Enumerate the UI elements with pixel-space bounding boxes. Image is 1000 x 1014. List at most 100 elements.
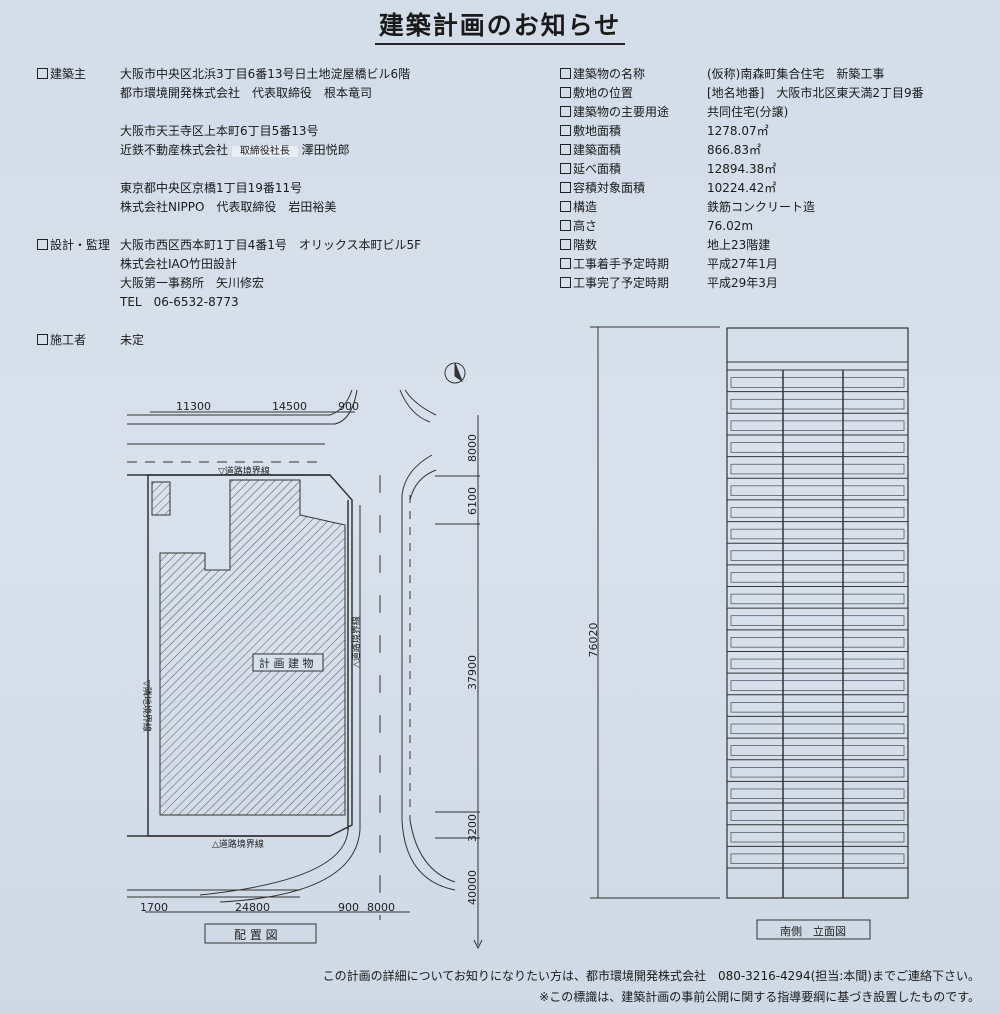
checkbox-icon bbox=[560, 220, 571, 231]
info-value: 鉄筋コンクリート造 bbox=[707, 200, 816, 214]
info-value: 12894.38㎡ bbox=[707, 162, 777, 176]
road-boundary-top: ▽道路境界線 bbox=[218, 465, 270, 477]
dim-top-2: 14500 bbox=[272, 400, 307, 413]
info-value: 地上23階建 bbox=[707, 238, 771, 252]
checkbox-icon bbox=[560, 239, 571, 250]
balcony-railing bbox=[730, 420, 905, 431]
balcony-railing bbox=[730, 398, 905, 410]
dim-right-3: 37900 bbox=[466, 655, 479, 690]
owner-3: 東京都中央区京橋1丁目19番11号 株式会社NIPPO 代表取締役 岩田裕美 bbox=[120, 181, 337, 214]
balcony-railing bbox=[730, 702, 905, 713]
balcony-railing bbox=[730, 658, 905, 670]
footer-note: ※この標識は、建築計画の事前公開に関する指導要綱に基づき設置したものです。 bbox=[539, 990, 980, 1004]
owner-2: 大阪市天王寺区上本町6丁目5番13号 近鉄不動産株式会社 取締役社長 澤田悦郎 bbox=[120, 124, 350, 157]
balcony-railing bbox=[730, 745, 905, 756]
balcony-railing bbox=[730, 593, 905, 605]
balcony-railing bbox=[730, 507, 905, 518]
info-value: 10224.42㎡ bbox=[707, 181, 777, 195]
site-plan-caption: 配 置 図 bbox=[234, 928, 278, 942]
balcony-railing bbox=[730, 377, 905, 388]
balcony-railing bbox=[730, 767, 905, 778]
site-plan-caption-box bbox=[204, 923, 317, 944]
balcony-railing bbox=[730, 442, 905, 453]
checkbox-icon bbox=[37, 334, 48, 345]
planned-building-label: 計 画 建 物 bbox=[259, 656, 314, 670]
info-label: 建築面積 bbox=[560, 141, 621, 160]
checkbox-icon bbox=[560, 258, 571, 269]
balcony-railing bbox=[730, 788, 905, 800]
checkbox-icon bbox=[560, 87, 571, 98]
dim-bottom-4: 8000 bbox=[367, 901, 395, 914]
road-boundary-right: △道路境界線 bbox=[350, 616, 362, 668]
dim-bottom-3: 900 bbox=[338, 901, 359, 914]
info-label: 建築物の主要用途 bbox=[560, 103, 669, 122]
contractor-value: 未定 bbox=[120, 333, 145, 347]
checkbox-icon bbox=[560, 182, 571, 193]
balcony-railing bbox=[730, 723, 905, 735]
checkbox-icon bbox=[560, 125, 571, 136]
info-label: 敷地の位置 bbox=[560, 84, 633, 103]
owner-label: 建築主 bbox=[37, 65, 86, 84]
dim-right-5: 40000 bbox=[466, 870, 479, 905]
dim-top-3: 900 bbox=[338, 400, 359, 413]
checkbox-icon bbox=[560, 163, 571, 174]
checkbox-icon bbox=[560, 144, 571, 155]
info-label: 容積対象面積 bbox=[560, 179, 645, 198]
checkbox-icon bbox=[560, 68, 571, 79]
info-value: 1278.07㎡ bbox=[707, 124, 769, 138]
balcony-railing bbox=[730, 680, 905, 691]
info-label: 高さ bbox=[560, 217, 597, 236]
elevation-caption: 南側 立面図 bbox=[780, 924, 846, 938]
south-elevation bbox=[590, 326, 909, 940]
balcony-railing bbox=[730, 550, 905, 561]
notice-title: 建築計画のお知らせ bbox=[0, 6, 1000, 45]
info-value: 平成27年1月 bbox=[707, 257, 778, 271]
balcony-railing bbox=[730, 528, 905, 540]
checkbox-icon bbox=[37, 239, 48, 250]
site-plan bbox=[127, 362, 483, 950]
owner-1: 大阪市中央区北浜3丁目6番13号日土地淀屋橋ビル6階 都市環境開発株式会社 代表… bbox=[120, 67, 411, 100]
checkbox-icon bbox=[560, 277, 571, 288]
north-arrow-icon bbox=[454, 362, 464, 383]
balcony-railing bbox=[730, 572, 905, 583]
checkbox-icon bbox=[560, 201, 571, 212]
land-boundary: ▽隣地境界線 bbox=[141, 680, 153, 732]
dim-right-1: 8000 bbox=[466, 434, 479, 462]
footer-contact: この計画の詳細についてお知りになりたい方は、都市環境開発株式会社 080-321… bbox=[322, 969, 980, 983]
checkbox-icon bbox=[37, 68, 48, 79]
design-label: 設計・監理 bbox=[37, 236, 110, 255]
balcony-railing bbox=[730, 637, 905, 648]
info-label: 建築物の名称 bbox=[560, 65, 645, 84]
dim-right-2: 6100 bbox=[466, 487, 479, 515]
road-boundary-bottom: △道路境界線 bbox=[212, 838, 264, 850]
info-value: 共同住宅(分譲) bbox=[707, 105, 789, 119]
balcony-railing bbox=[730, 485, 905, 496]
dim-bottom-1: 1700 bbox=[140, 901, 168, 914]
info-value: [地名地番] 大阪市北区東天満2丁目9番 bbox=[707, 86, 924, 100]
dim-top-1: 11300 bbox=[176, 400, 211, 413]
dim-bottom-2: 24800 bbox=[235, 901, 270, 914]
info-value: (仮称)南森町集合住宅 新築工事 bbox=[707, 67, 885, 81]
info-label: 構造 bbox=[560, 198, 597, 217]
info-label: 階数 bbox=[560, 236, 597, 255]
info-label: 工事着手予定時期 bbox=[560, 255, 669, 274]
dim-right-4: 3200 bbox=[466, 814, 479, 842]
design-info: 大阪市西区西本町1丁目4番1号 オリックス本町ビル5F 株式会社IAO竹田設計 … bbox=[120, 238, 422, 309]
balcony-railing bbox=[730, 615, 905, 626]
info-value: 平成29年3月 bbox=[707, 276, 778, 290]
info-label: 工事完了予定時期 bbox=[560, 274, 669, 293]
info-value: 866.83㎡ bbox=[707, 143, 761, 157]
balcony-railing bbox=[730, 831, 905, 843]
checkbox-icon bbox=[560, 106, 571, 117]
balcony-railing bbox=[730, 853, 905, 864]
info-value: 76.02m bbox=[707, 219, 754, 233]
info-label: 延べ面積 bbox=[560, 160, 621, 179]
elevation-caption-box bbox=[756, 919, 871, 940]
contractor-label: 施工者 bbox=[37, 331, 86, 350]
info-label: 敷地面積 bbox=[560, 122, 621, 141]
height-dimension: 76020 bbox=[587, 623, 600, 658]
balcony-railing bbox=[730, 810, 905, 821]
balcony-railing bbox=[730, 463, 905, 475]
building-label-box bbox=[252, 653, 324, 672]
